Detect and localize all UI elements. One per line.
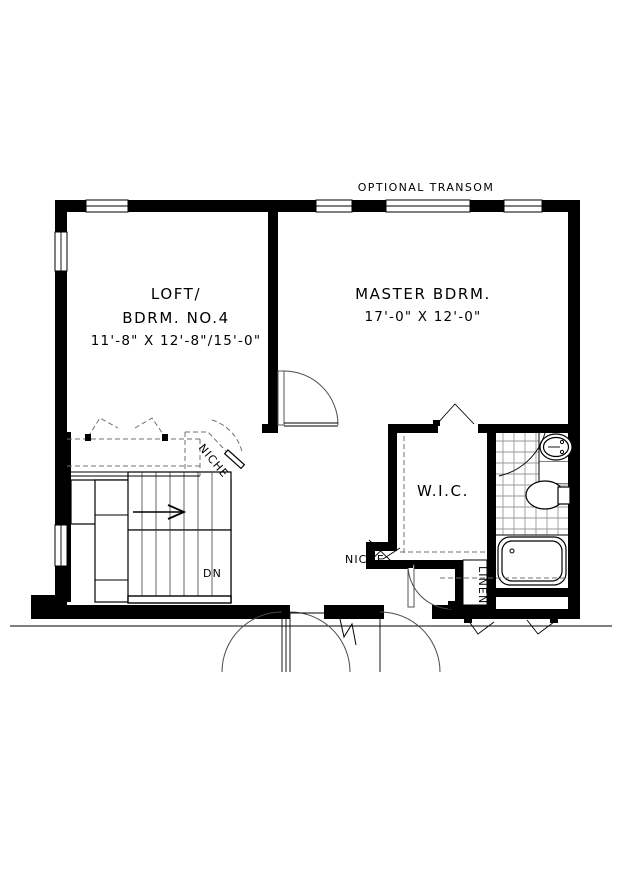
master-label: MASTER BDRM. bbox=[355, 285, 491, 303]
window-top-1 bbox=[85, 199, 129, 213]
loft-closet-dashed bbox=[67, 417, 201, 477]
wall-center-jamb bbox=[262, 424, 278, 433]
stair-treads-upper bbox=[141, 472, 213, 530]
wall-left-a bbox=[55, 200, 67, 232]
stair-bottom-nosing bbox=[127, 595, 232, 604]
window-group-top bbox=[85, 199, 543, 213]
window-left-1 bbox=[54, 231, 68, 272]
wall-niche-bottom bbox=[366, 560, 416, 569]
door-swing-hall bbox=[407, 564, 453, 610]
stair-direction-arrow bbox=[133, 504, 187, 520]
loft-label-line2: BDRM. NO.4 bbox=[122, 309, 229, 327]
window-top-2 bbox=[315, 199, 353, 213]
interior-walls bbox=[67, 200, 568, 605]
wall-top-f bbox=[542, 200, 568, 212]
door-marker-1 bbox=[464, 615, 495, 635]
room-labels: LOFT/ BDRM. NO.4 11'-8" X 12'-8"/15'-0" … bbox=[91, 285, 491, 349]
stair-treads-lower bbox=[141, 530, 213, 602]
door-hall-wic bbox=[404, 560, 457, 610]
toilet-icon bbox=[525, 480, 571, 510]
bifold-door-loft-1 bbox=[85, 417, 119, 441]
master-bathroom bbox=[496, 432, 573, 588]
stair-dn-label: DN bbox=[203, 567, 222, 580]
wall-bottom-mid bbox=[324, 605, 376, 619]
window-top-4 bbox=[503, 199, 543, 213]
wall-right bbox=[568, 200, 580, 612]
door-bottom-a bbox=[221, 611, 287, 673]
wall-top-center bbox=[268, 200, 316, 212]
bottom-doors bbox=[221, 611, 441, 673]
wall-bath-bottom bbox=[496, 588, 568, 597]
wall-left-b bbox=[55, 271, 67, 525]
wall-wic-bottom bbox=[397, 560, 488, 569]
wall-linen-right bbox=[487, 560, 496, 605]
wall-wic-top-left bbox=[388, 424, 438, 433]
stair-lower-run bbox=[127, 529, 232, 603]
linen-label: LINEN bbox=[476, 566, 489, 604]
niche-leader-line bbox=[382, 547, 401, 560]
wall-bath-top bbox=[496, 424, 568, 433]
linen-box bbox=[462, 559, 488, 606]
wall-wic-right bbox=[487, 424, 496, 595]
wall-niche-side bbox=[366, 542, 375, 569]
door-bottom-c bbox=[379, 611, 441, 673]
loft-label-line1: LOFT/ bbox=[151, 285, 201, 303]
wic-bifold-door bbox=[433, 403, 475, 426]
wall-top-left-b bbox=[128, 200, 268, 212]
shower-door-swing bbox=[498, 432, 546, 477]
stairs: DN bbox=[70, 471, 232, 604]
wall-wic-left bbox=[388, 424, 397, 542]
window-left-2 bbox=[54, 524, 68, 567]
wall-stair-left bbox=[67, 432, 71, 602]
niche-door-leaf bbox=[223, 449, 246, 470]
master-dimensions: 17'-0" X 12'-0" bbox=[365, 309, 482, 325]
bifold-door-loft-2 bbox=[134, 417, 168, 441]
wall-center-vertical bbox=[268, 200, 278, 432]
niche-hall: NICHE bbox=[345, 539, 401, 566]
door-marker-2 bbox=[526, 615, 558, 635]
window-top-3 bbox=[385, 199, 471, 213]
wall-bottom-left-stub bbox=[31, 595, 67, 607]
niche-door-swing bbox=[211, 419, 243, 453]
wic-label: W.I.C. bbox=[417, 482, 469, 500]
wic-group: W.I.C. bbox=[400, 403, 486, 555]
wall-linen-left bbox=[455, 560, 463, 605]
window-group-left bbox=[54, 231, 68, 567]
bottom-right-closet bbox=[440, 577, 568, 635]
door-master-bedroom bbox=[277, 370, 339, 427]
loft-dimensions: 11'-8" X 12'-8"/15'-0" bbox=[91, 333, 261, 349]
stair-upper-run bbox=[127, 471, 232, 531]
sink-icon bbox=[539, 433, 573, 461]
wall-top-e bbox=[470, 200, 504, 212]
niche-label-hall: NICHE bbox=[345, 553, 385, 566]
door-bottom-b bbox=[289, 611, 351, 673]
door-panel-master bbox=[277, 370, 285, 426]
wall-niche-return bbox=[366, 542, 397, 551]
break-line bbox=[339, 618, 357, 646]
linen-closet: LINEN bbox=[462, 559, 489, 606]
wall-bottom-left bbox=[31, 605, 282, 619]
bathtub-icon bbox=[497, 536, 567, 586]
stair-inner-edge bbox=[94, 515, 128, 581]
door-swing-master bbox=[283, 370, 339, 426]
optional-transom-note: OPTIONAL TRANSOM bbox=[358, 181, 495, 194]
wall-top-d bbox=[352, 200, 386, 212]
